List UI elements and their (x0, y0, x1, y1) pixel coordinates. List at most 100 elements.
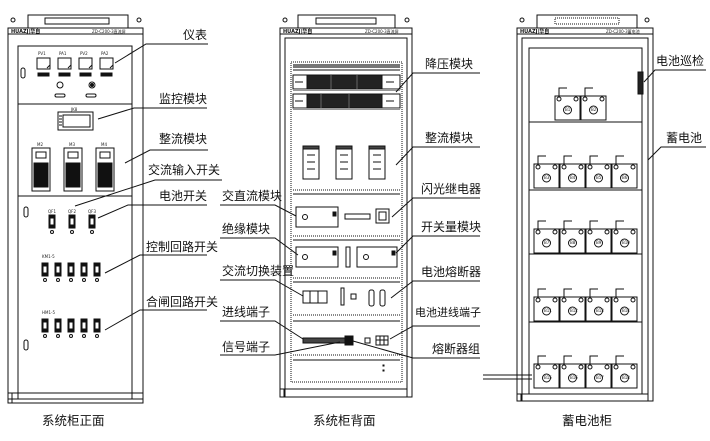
meter: PV2 (78, 51, 93, 77)
battery-cell: B14 (611, 288, 638, 322)
callout-meters: 仪表 (183, 28, 208, 42)
back-rectifier-group (302, 145, 386, 180)
back-cabinet: HUAZJ|华自 ZD-C200-3直流屏 (279, 14, 413, 398)
back-rectifier (368, 145, 386, 180)
battery-label: B9 (596, 240, 602, 245)
callout-rectifier-module: 整流模块 (159, 132, 208, 146)
caption-battery: 蓄电池柜 (562, 413, 613, 428)
callout-closing-circuit-switch: 合闸回路开关 (146, 295, 219, 309)
battery-cell: B12 (559, 288, 586, 322)
circuit-breaker (93, 262, 101, 282)
battery-label: B10 (622, 240, 630, 245)
meter-label: PA2 (101, 51, 109, 56)
leader-lines (74, 43, 706, 359)
switch-label: QF1 (48, 209, 56, 214)
callout-storage-battery: 蓄电池 (666, 131, 703, 145)
callout-battery-inspection: 电池巡检 (656, 54, 705, 68)
front-indicators (54, 81, 97, 98)
monitor-label: JK8 (70, 107, 78, 112)
circuit-breaker (68, 214, 76, 234)
battery-label: B12 (570, 308, 578, 313)
circuit-breaker (54, 262, 62, 282)
closing-group-label: HM1-5 (42, 310, 55, 315)
battery-cell: B4 (559, 155, 586, 189)
caption-front: 系统柜正面 (42, 413, 105, 428)
control-group-label: KM1-5 (42, 254, 55, 259)
circuit-breaker (80, 262, 88, 282)
meter: PA1 (57, 51, 72, 77)
battery-cell: B13 (585, 288, 612, 322)
callout-incoming-terminal: 进线端子 (222, 305, 271, 319)
circuit-breaker (67, 262, 75, 282)
battery-cell: B15 (533, 355, 560, 389)
battery-cell: B9 (585, 220, 612, 254)
battery-cell: B8 (559, 220, 586, 254)
callout-ac-dc-module: 交直流模块 (222, 189, 283, 203)
rectifier-module: M3 (63, 142, 83, 192)
callout-monitor-module: 监控模块 (159, 92, 208, 106)
battery-label: B15 (544, 375, 552, 380)
callout-battery-fuse: 电池熔断器 (421, 265, 482, 279)
battery-label: B18 (622, 375, 630, 380)
battery-cell: B1 (554, 87, 581, 121)
callout-back-rectifier-module: 整流模块 (425, 131, 474, 145)
battery-cell: B6 (611, 155, 638, 189)
back-modules (295, 206, 398, 372)
battery-cell: B17 (585, 355, 612, 389)
battery-brand: HUAZJ|华自 (520, 28, 549, 35)
rectifier-group: M2 M3 M4 (31, 142, 115, 192)
rectifier-label: M2 (37, 142, 43, 147)
battery-cell: B16 (559, 355, 586, 389)
battery-label: B1 (565, 107, 571, 112)
meter-label: PV1 (38, 51, 46, 56)
battery-label: B5 (596, 175, 602, 180)
switch-label: QF3 (88, 209, 96, 214)
battery-cell: B5 (585, 155, 612, 189)
circuit-breaker (88, 214, 96, 234)
circuit-breaker (54, 318, 62, 338)
meter-group: PV1 PA1 PV2 PA2 (36, 51, 114, 77)
circuit-breaker (41, 318, 49, 338)
front-cabinet: HUAZJ|华自 ZD-C200-3直流屏 (7, 14, 144, 404)
battery-label: B6 (622, 175, 628, 180)
battery-cell: B3 (533, 155, 560, 189)
circuit-breaker (80, 318, 88, 338)
front-model: ZD-C200-3直流屏 (92, 28, 126, 34)
callout-signal-terminal: 信号端子 (222, 340, 271, 354)
battery-label: B4 (570, 175, 576, 180)
circuit-breaker (67, 318, 75, 338)
callout-fuse-group: 熔断器组 (432, 342, 481, 356)
rectifier-module: M2 (31, 142, 51, 192)
battery-model: ZD-C200-3蓄电池 (606, 28, 640, 34)
battery-cell: B2 (580, 87, 607, 121)
battery-cell: B7 (533, 220, 560, 254)
battery-cell: B10 (611, 220, 638, 254)
rectifier-module: M4 (95, 142, 115, 192)
rectifier-label: M3 (69, 142, 75, 147)
back-brand: HUAZJ|华自 (283, 28, 312, 35)
meter: PV1 (36, 51, 51, 77)
circuit-breaker (41, 262, 49, 282)
battery-label: B7 (544, 240, 550, 245)
callout-insulation-module: 绝缘模块 (222, 222, 271, 236)
back-rectifier (335, 145, 353, 180)
battery-label: B11 (544, 308, 552, 313)
battery-cabinet: HUAZJ|华自 ZD-C200-3蓄电池 (483, 14, 654, 402)
callout-step-down-module: 降压模块 (425, 57, 474, 71)
battery-label: B3 (544, 175, 550, 180)
battery-label: B8 (570, 240, 576, 245)
callout-battery-incoming-terminal: 电池进线端子 (415, 306, 481, 319)
callout-switch-quantity-module: 开关量模块 (421, 220, 482, 234)
switch-label: QF2 (68, 209, 76, 214)
battery-label: B14 (622, 308, 630, 313)
meter: PA2 (99, 51, 114, 77)
circuit-breaker (48, 214, 56, 234)
callout-ac-input-switch: 交流输入开关 (148, 163, 221, 177)
meter-label: PV2 (80, 51, 88, 56)
battery-cell: B11 (533, 288, 560, 322)
callout-ac-switching-device: 交流切换装置 (222, 264, 295, 278)
circuit-breaker (93, 318, 101, 338)
